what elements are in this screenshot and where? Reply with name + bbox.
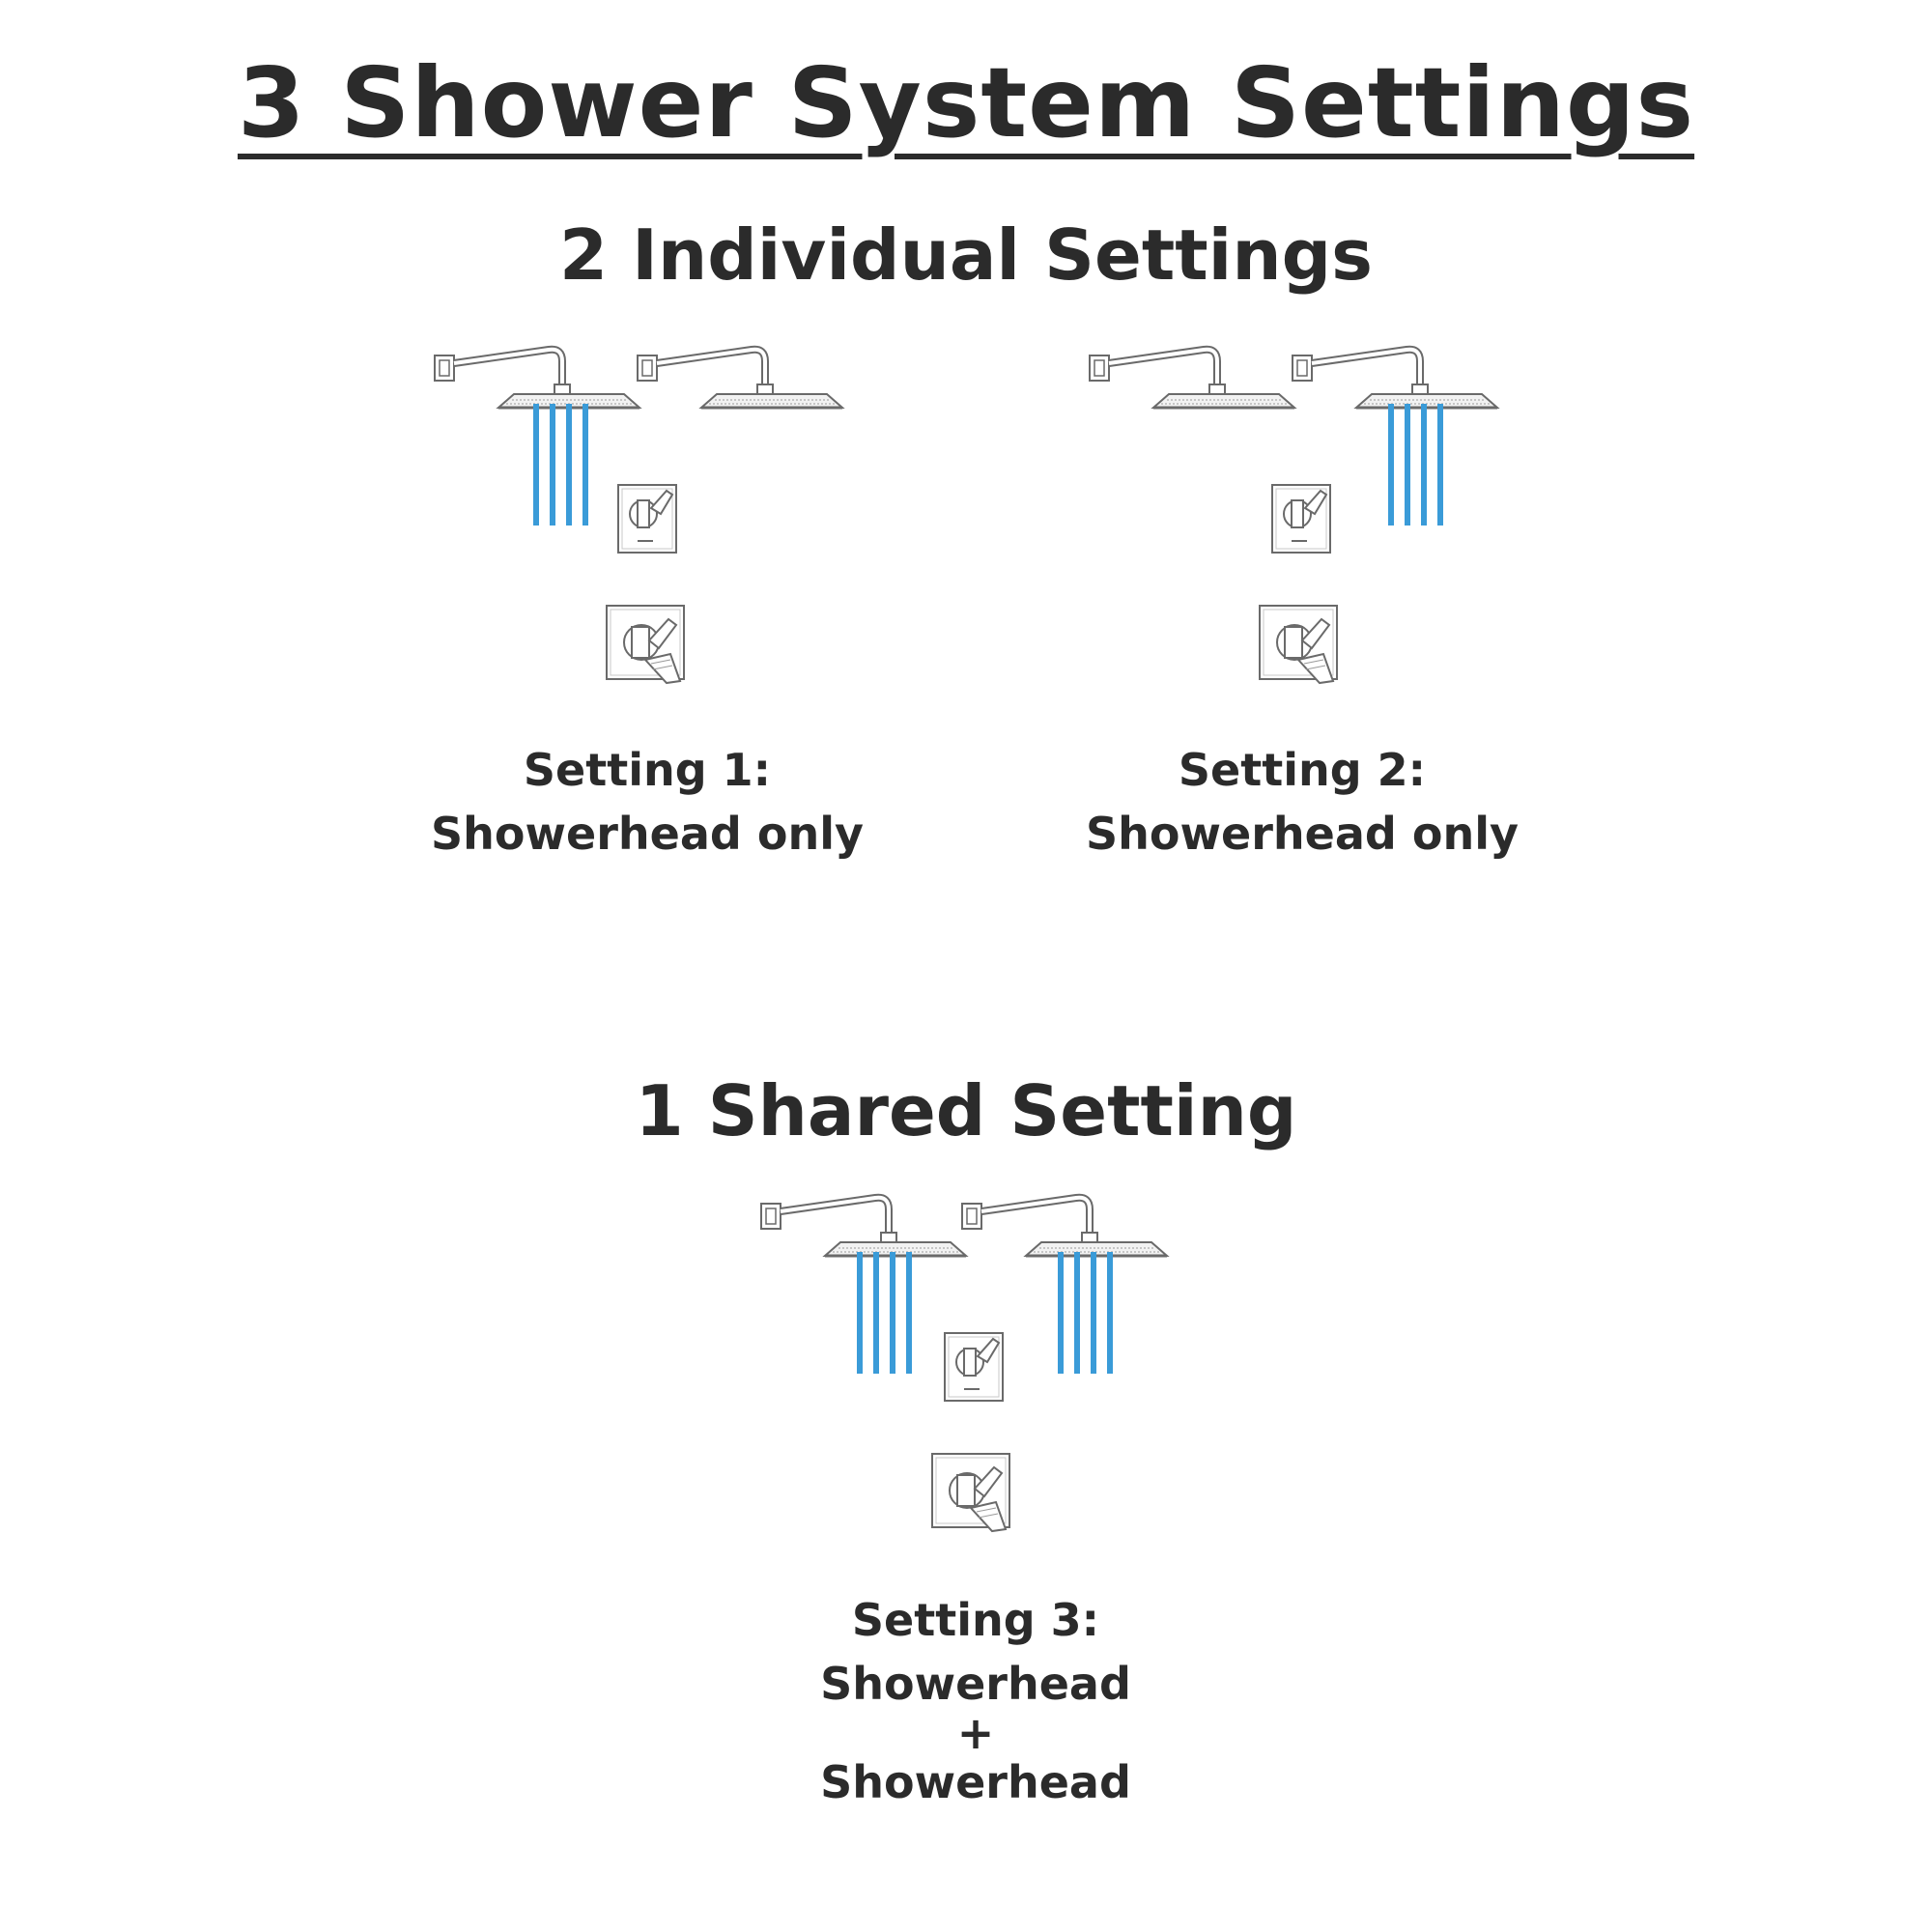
setting-2-caption: Setting 2: Showerhead only: [1041, 738, 1563, 866]
thermostatic-valve-icon: [606, 605, 685, 684]
setting-2-label: Setting 2:: [1178, 744, 1427, 796]
showerhead-icon: [1293, 350, 1497, 408]
diverter-valve-icon: [1271, 484, 1331, 554]
showerhead-icon: [1090, 350, 1294, 408]
setting-3-line-2: Showerhead: [820, 1756, 1131, 1808]
page-title-text: 3 Shower System Settings: [237, 46, 1695, 159]
setting-1-illustration: [435, 350, 842, 684]
thermostatic-valve-icon: [931, 1453, 1010, 1532]
showerhead-icon: [761, 1198, 966, 1256]
plus-sign: +: [956, 1707, 995, 1759]
shared-setting-title: 1 Shared Setting: [635, 1070, 1297, 1151]
setting-3-label: Setting 3:: [851, 1594, 1100, 1646]
showerhead-icon: [638, 350, 842, 408]
water-spray-icon: [1391, 404, 1440, 526]
thermostatic-valve-icon: [1259, 605, 1338, 684]
water-spray-icon: [536, 404, 585, 526]
setting-3-line-1: Showerhead: [820, 1658, 1131, 1710]
individual-settings-title: 2 Individual Settings: [558, 214, 1374, 296]
page-title: 3 Shower System Settings: [0, 46, 1932, 159]
setting-1-description: Showerhead only: [431, 808, 864, 860]
showerhead-icon: [962, 1198, 1167, 1256]
water-spray-icon: [860, 1252, 909, 1374]
diverter-valve-icon: [617, 484, 677, 554]
setting-2-illustration: [1090, 350, 1497, 684]
setting-3-illustration: [761, 1198, 1167, 1532]
setting-1-label: Setting 1:: [523, 744, 772, 796]
water-spray-icon: [1061, 1252, 1110, 1374]
setting-2-description: Showerhead only: [1086, 808, 1519, 860]
setting-1-caption: Setting 1: Showerhead only: [386, 738, 908, 866]
setting-3-caption: Setting 3: Showerhead + Showerhead: [715, 1588, 1236, 1814]
diverter-valve-icon: [944, 1332, 1004, 1402]
showerhead-icon: [435, 350, 639, 408]
